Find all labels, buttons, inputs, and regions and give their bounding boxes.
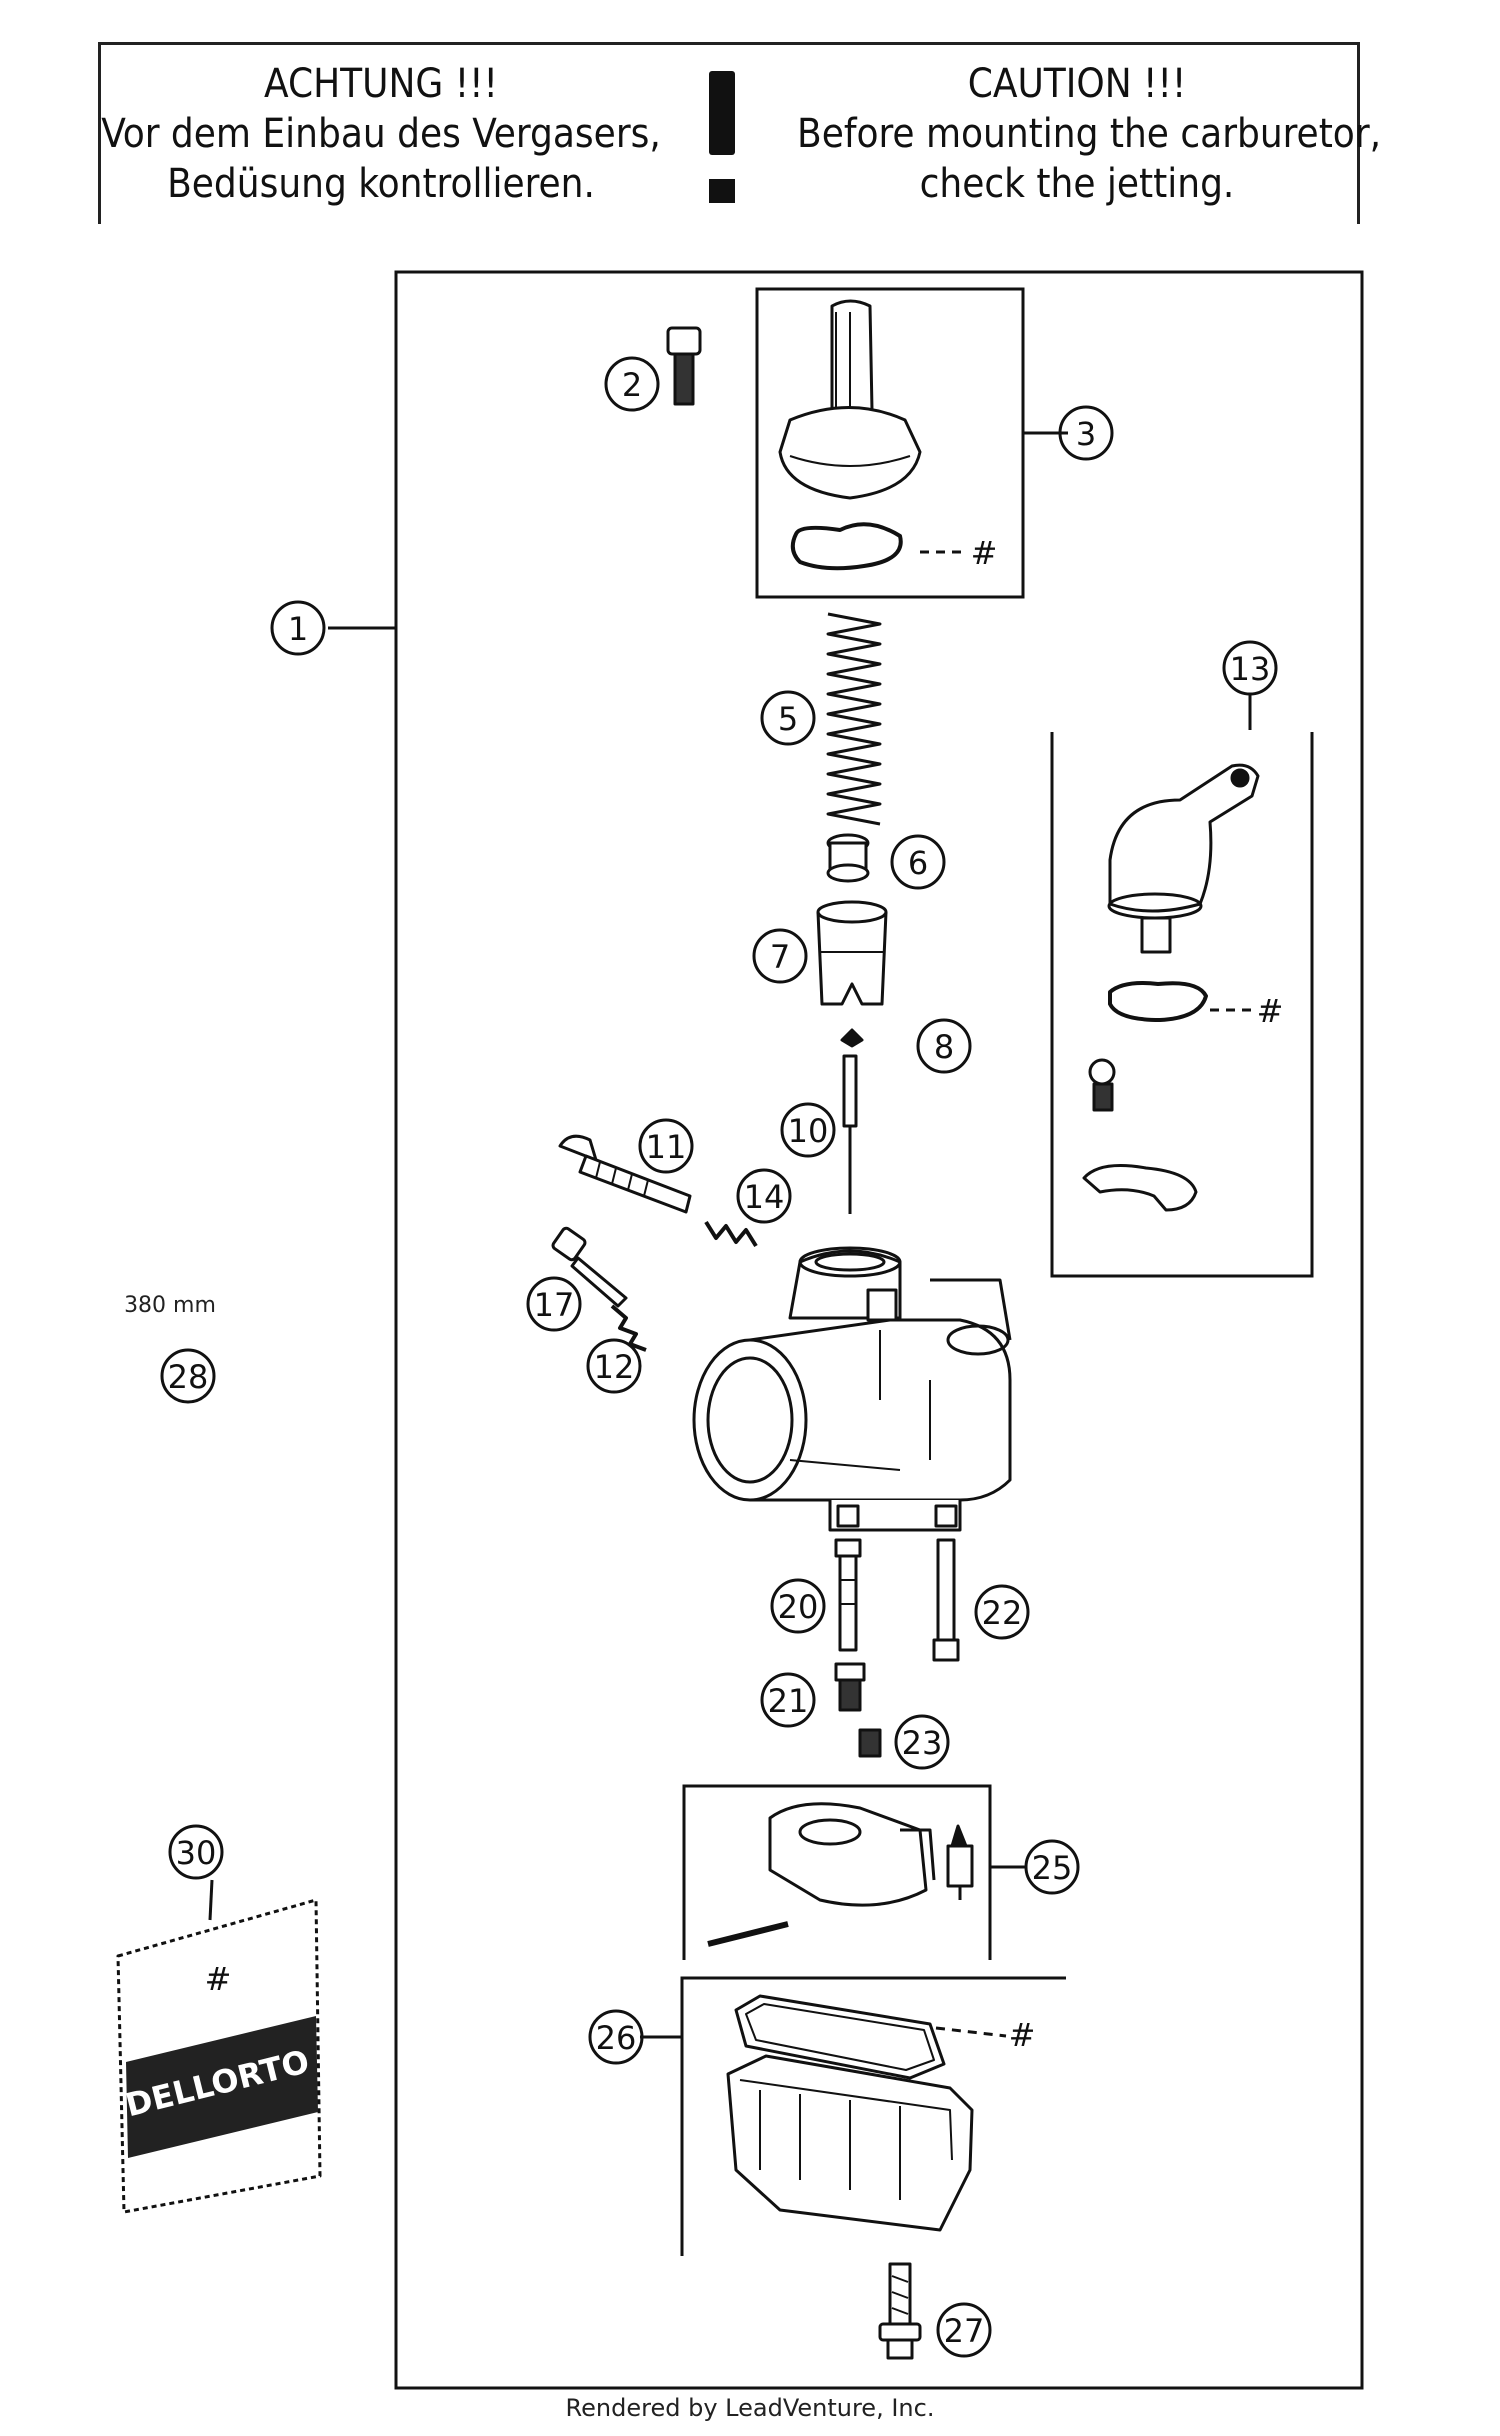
callout-circle-2 [604,356,660,412]
callout-13: 13 [1230,650,1271,688]
callout-3: 3 [1076,415,1096,453]
part-3-cap [778,299,922,571]
part-11-screw [558,1134,692,1214]
part-20-tube [834,1538,862,1652]
callout-circle-28 [160,1348,216,1404]
callout-circle-6 [890,834,946,890]
callout-circle-25 [1024,1839,1080,1895]
part-30-kit-bag [116,1898,322,2214]
leader-30 [208,1879,214,1921]
part-10-needle [842,1054,858,1214]
callout-23: 23 [902,1724,943,1762]
callout-circle-22 [974,1584,1030,1640]
part-26-bowl [726,1994,974,2232]
caution-de-line-3: Bedüsung kontrollieren. [167,161,595,207]
part-13-assembly [1082,763,1260,1212]
hash-mark-13: # [1257,992,1284,1030]
callout-8: 8 [934,1028,954,1066]
caution-german: ACHTUNG !!! Vor dem Einbau des Vergasers… [101,59,661,209]
part-23-jet [858,1728,882,1758]
carburetor-body [692,1246,1012,1532]
callout-27: 27 [944,2312,985,2350]
leader-hash-26 [935,2026,1007,2038]
callout-circle-10 [780,1102,836,1158]
callout-25: 25 [1032,1849,1073,1887]
callout-26: 26 [596,2019,637,2057]
callout-circle-26 [588,2009,644,2065]
callout-circle-8 [916,1018,972,1074]
callout-circle-21 [760,1672,816,1728]
part-5-spring [826,612,882,826]
callout-circle-17 [526,1276,582,1332]
callout-circle-23 [894,1714,950,1770]
callout-circle-27 [936,2302,992,2358]
callout-circle-12 [586,1338,642,1394]
callout-17: 17 [534,1286,575,1324]
hash-mark-30: # [205,1960,232,1998]
caution-en-line-1: CAUTION !!! [967,61,1187,107]
part-21-jet [834,1662,866,1712]
callout-circle-11 [638,1118,694,1174]
callout-2: 2 [622,366,642,404]
assembly-frame [394,270,1364,2390]
exclamation-icon [709,71,735,203]
caution-de-line-2: Vor dem Einbau des Vergasers, [101,111,661,157]
part-28-length-note: 380 mm [124,1293,216,1318]
footer-credit: Rendered by LeadVenture, Inc. [565,2394,935,2422]
hash-mark-26: # [1009,2016,1036,2054]
callout-12: 12 [594,1348,635,1386]
part-2-bolt [666,326,702,406]
callout-circle-13 [1222,640,1278,696]
caution-en-line-2: Before mounting the carburetor, [797,111,1382,157]
caution-de-line-1: ACHTUNG !!! [264,61,498,107]
callout-21: 21 [768,1682,809,1720]
part-12-spring [610,1304,647,1352]
callout-circle-3 [1058,405,1114,461]
callout-7: 7 [770,938,790,976]
callout-5: 5 [778,700,798,738]
callout-circle-30 [168,1824,224,1880]
callout-28: 28 [168,1358,209,1396]
callout-circle-20 [770,1578,826,1634]
callout-circle-14 [736,1168,792,1224]
callout-30: 30 [176,1834,217,1872]
callout-1: 1 [288,610,308,648]
part-22-tube [932,1538,960,1662]
part-25-box [682,1784,992,1960]
part-25-float [707,1802,974,1947]
callout-circle-7 [752,928,808,984]
callout-20: 20 [778,1588,819,1626]
caution-english: CAUTION !!! Before mounting the carburet… [797,59,1382,209]
part-3-box [755,287,1025,599]
part-6-retainer [826,833,870,883]
callout-circle-1 [270,600,326,656]
callout-10: 10 [788,1112,829,1150]
callout-14: 14 [744,1178,785,1216]
hash-mark-3: # [971,534,998,572]
callout-22: 22 [982,1594,1023,1632]
callout-6: 6 [908,844,928,882]
callout-11: 11 [646,1128,687,1166]
callout-circle-5 [760,690,816,746]
part-17-screw [551,1226,628,1308]
part-8-clip [840,1028,864,1048]
part-26-box [680,1976,1066,2256]
caution-en-line-3: check the jetting. [919,161,1235,207]
caution-box: ACHTUNG !!! Vor dem Einbau des Vergasers… [98,42,1382,224]
part-13-box [1050,732,1314,1278]
part-14-spring [704,1220,758,1248]
part-27-screw [878,2262,922,2360]
part-7-slide [816,900,888,1006]
